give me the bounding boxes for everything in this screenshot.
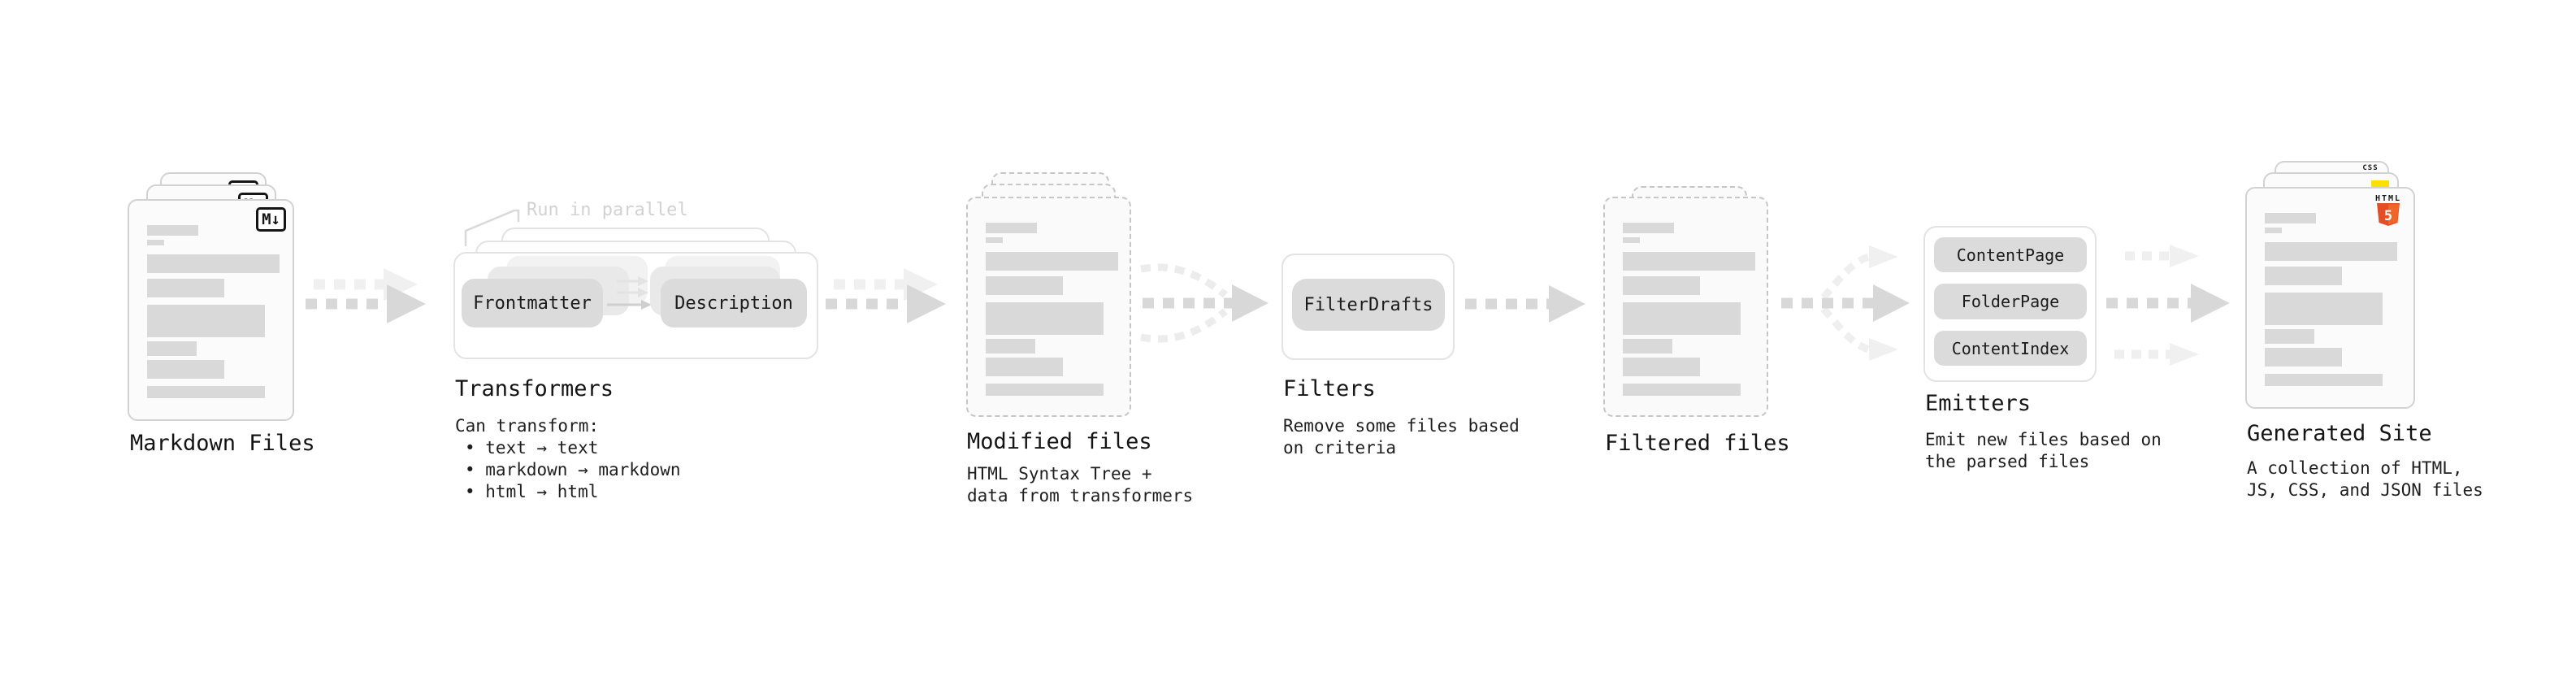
modified-file-card-front <box>966 197 1131 417</box>
callout-line-icon <box>464 209 520 246</box>
text-line-bar <box>1623 339 1672 354</box>
text-line-bar <box>147 305 265 337</box>
text-line-bar <box>147 341 197 356</box>
flow-arrow-icon <box>1465 285 1585 323</box>
text-line-bar <box>1623 358 1700 376</box>
text-line-bar <box>986 302 1104 335</box>
html5-icon: HTML 5 <box>2374 194 2402 226</box>
filtered-files-label: Filtered files <box>1605 431 1790 456</box>
markdown-file-card-front: M↓ <box>128 199 294 421</box>
js-file-icon <box>2371 180 2389 189</box>
contentindex-pill: ContentIndex <box>1934 331 2087 366</box>
markdown-files-label: Markdown Files <box>130 431 315 456</box>
text-line-bar <box>147 386 265 398</box>
modified-files-label: Modified files <box>967 429 1152 454</box>
text-line-bar <box>1623 384 1741 396</box>
description-pill: Description <box>661 279 807 327</box>
flow-arrow-icon <box>826 268 946 323</box>
pill-flow-arrows-icon <box>607 276 652 310</box>
file-content-lines <box>1623 223 1755 396</box>
frontmatter-pill: Frontmatter <box>462 279 603 327</box>
transformers-bullet: • text → text <box>465 438 599 458</box>
text-line-bar <box>2265 267 2342 285</box>
transformers-bullet: • markdown → markdown <box>465 460 681 479</box>
text-line-bar <box>147 279 224 297</box>
transformers-bullet: • html → html <box>465 482 599 501</box>
file-content-lines <box>147 225 280 398</box>
text-line-bar <box>1623 237 1640 243</box>
filtered-file-card-front <box>1603 197 1768 417</box>
text-line-bar <box>147 225 198 236</box>
merge-arrow-icon <box>1140 263 1268 343</box>
text-line-bar <box>986 237 1003 243</box>
text-line-bar <box>1623 276 1700 295</box>
folderpage-pill: FolderPage <box>1934 284 2087 319</box>
generated-site-label: Generated Site <box>2247 421 2432 446</box>
transformers-label: Transformers <box>455 376 614 401</box>
text-line-bar <box>147 254 280 273</box>
emitters-label: Emitters <box>1925 391 2032 416</box>
markdown-icon: M↓ <box>256 207 286 232</box>
file-content-lines <box>986 223 1118 396</box>
text-line-bar <box>1623 252 1755 271</box>
text-line-bar <box>986 358 1063 376</box>
text-line-bar <box>147 240 164 245</box>
text-line-bar <box>2265 228 2282 233</box>
text-line-bar <box>2265 348 2342 367</box>
text-line-bar <box>986 384 1104 396</box>
triple-arrow-icon <box>2106 245 2230 366</box>
text-line-bar <box>1623 223 1674 233</box>
modified-files-sublabel: HTML Syntax Tree + data from transformer… <box>967 464 1194 505</box>
text-line-bar <box>986 339 1035 354</box>
text-line-bar <box>986 223 1037 233</box>
split-arrow-icon <box>1781 245 1910 361</box>
file-content-lines <box>2265 213 2397 386</box>
generated-file-card-front: HTML 5 <box>2245 187 2415 409</box>
contentpage-pill: ContentPage <box>1934 237 2087 272</box>
run-in-parallel-annotation: Run in parallel <box>527 200 688 220</box>
emitters-sublabel: Emit new files based on the parsed files <box>1925 430 2162 471</box>
filterdrafts-pill: FilterDrafts <box>1292 279 1445 331</box>
text-line-bar <box>2265 213 2316 223</box>
text-line-bar <box>2265 374 2383 386</box>
transformers-intro: Can transform: <box>455 416 600 436</box>
text-line-bar <box>2265 329 2314 344</box>
generated-site-sublabel: A collection of HTML, JS, CSS, and JSON … <box>2247 458 2483 500</box>
svg-text:5: 5 <box>2384 208 2392 224</box>
text-line-bar <box>986 252 1118 271</box>
text-line-bar <box>2265 242 2397 261</box>
text-line-bar <box>147 360 224 379</box>
flow-arrow-icon <box>306 268 426 323</box>
text-line-bar <box>986 276 1063 295</box>
text-line-bar <box>1623 302 1741 335</box>
filters-sublabel: Remove some files based on criteria <box>1283 416 1520 458</box>
filters-label: Filters <box>1283 376 1376 401</box>
text-line-bar <box>2265 293 2383 325</box>
